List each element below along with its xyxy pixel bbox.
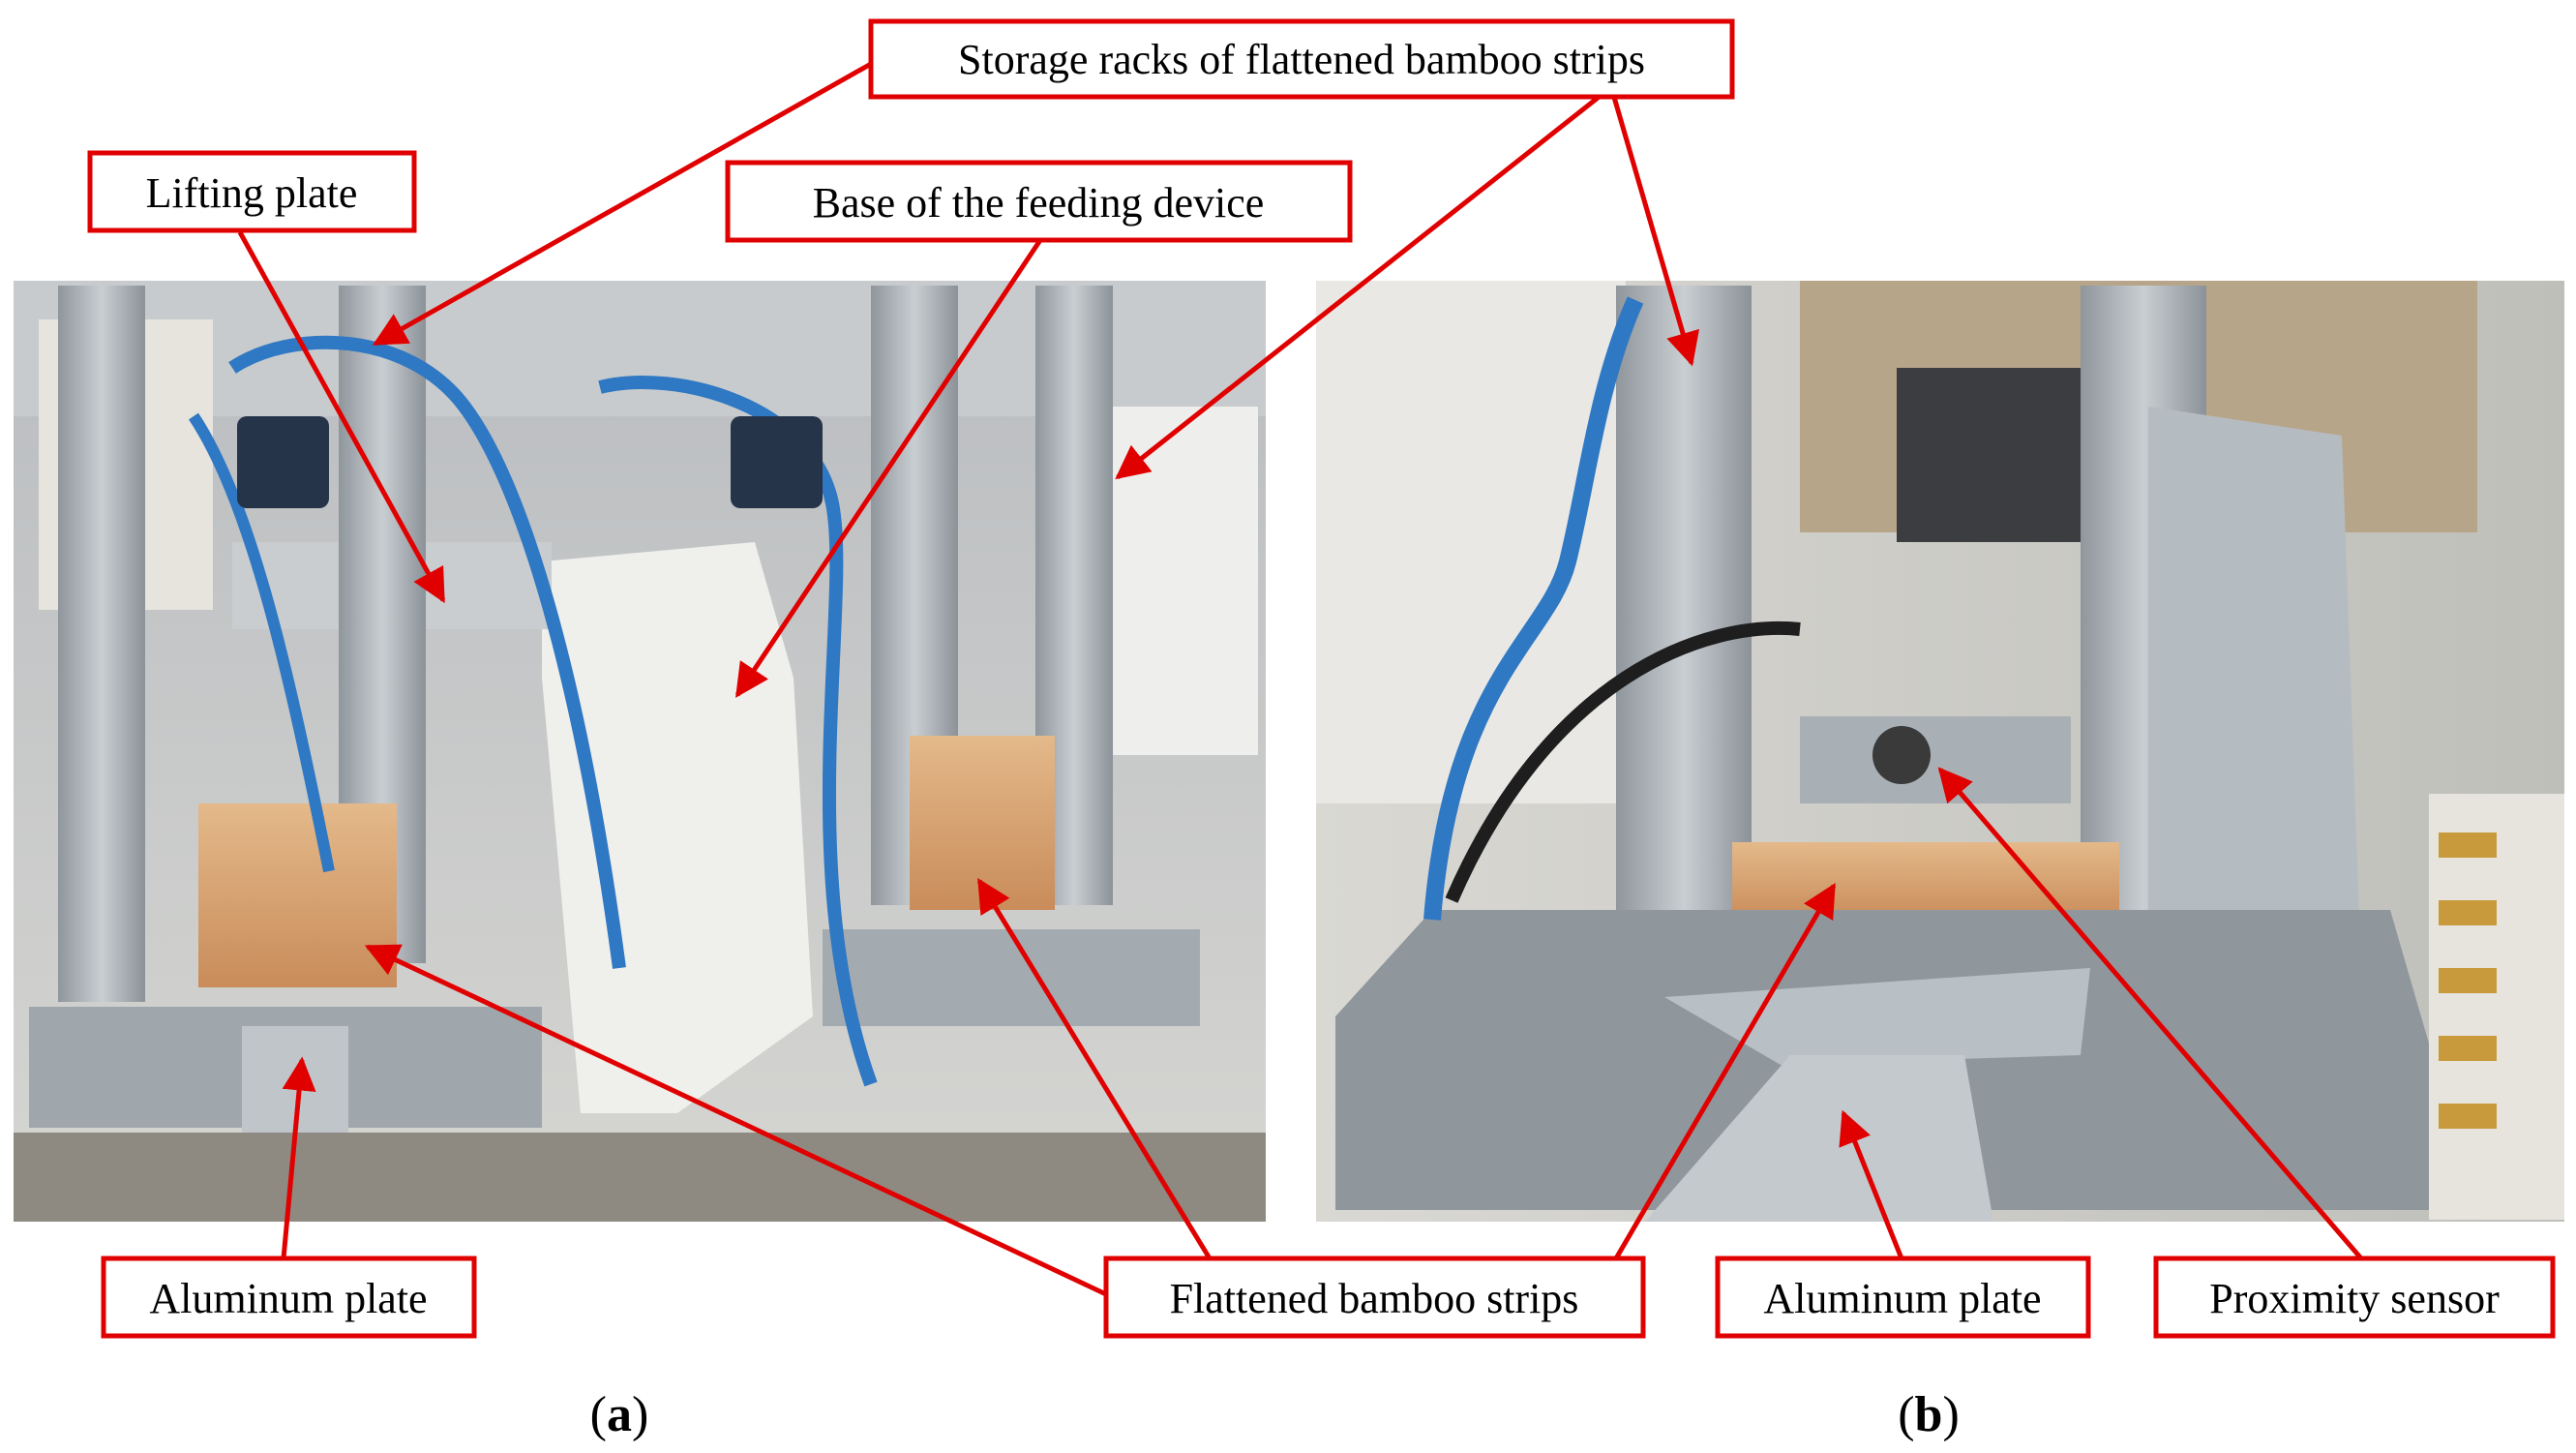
arrow-storage-a-right <box>1115 85 1613 480</box>
arrow-flattened-a <box>364 944 1108 1297</box>
callout-arrows <box>237 61 2363 1297</box>
arrow-alum-a <box>281 1056 316 1259</box>
callout-base: Base of the feeding device <box>725 160 1353 243</box>
callout-lifting-text: Lifting plate <box>146 169 358 217</box>
callout-alum-a: Aluminum plate <box>101 1256 477 1339</box>
arrow-flattened-a-right <box>976 878 1213 1260</box>
callout-lifting: Lifting plate <box>87 150 417 233</box>
arrow-storage-a <box>372 61 873 347</box>
panel-label-b: (b) <box>1898 1387 1960 1442</box>
callout-storage-text: Storage racks of flattened bamboo strips <box>958 36 1645 83</box>
callout-storage: Storage racks of flattened bamboo strips <box>868 18 1735 100</box>
photo-panel-a <box>14 281 1266 1222</box>
callout-proximity-text: Proximity sensor <box>2209 1275 2500 1322</box>
callout-proximity: Proximity sensor <box>2153 1256 2556 1339</box>
arrow-base <box>734 238 1043 698</box>
callout-boxes: Storage racks of flattened bamboo strips… <box>87 18 2556 1339</box>
arrow-flattened-b <box>1613 882 1837 1260</box>
panel-label-a: (a) <box>590 1387 649 1442</box>
callout-alum-a-text: Aluminum plate <box>149 1275 427 1322</box>
arrow-alum-b <box>1839 1109 1904 1259</box>
callout-alum-b: Aluminum plate <box>1715 1256 2091 1339</box>
callout-flattened-text: Flattened bamboo strips <box>1170 1275 1579 1322</box>
callout-flattened: Flattened bamboo strips <box>1103 1256 1646 1339</box>
callout-alum-b-text: Aluminum plate <box>1763 1275 2041 1322</box>
arrow-storage-b <box>1608 86 1699 367</box>
arrow-lifting <box>237 230 446 604</box>
photo-panel-b <box>1316 281 2564 1222</box>
callout-base-text: Base of the feeding device <box>813 179 1265 227</box>
arrow-proximity <box>1937 767 2363 1260</box>
